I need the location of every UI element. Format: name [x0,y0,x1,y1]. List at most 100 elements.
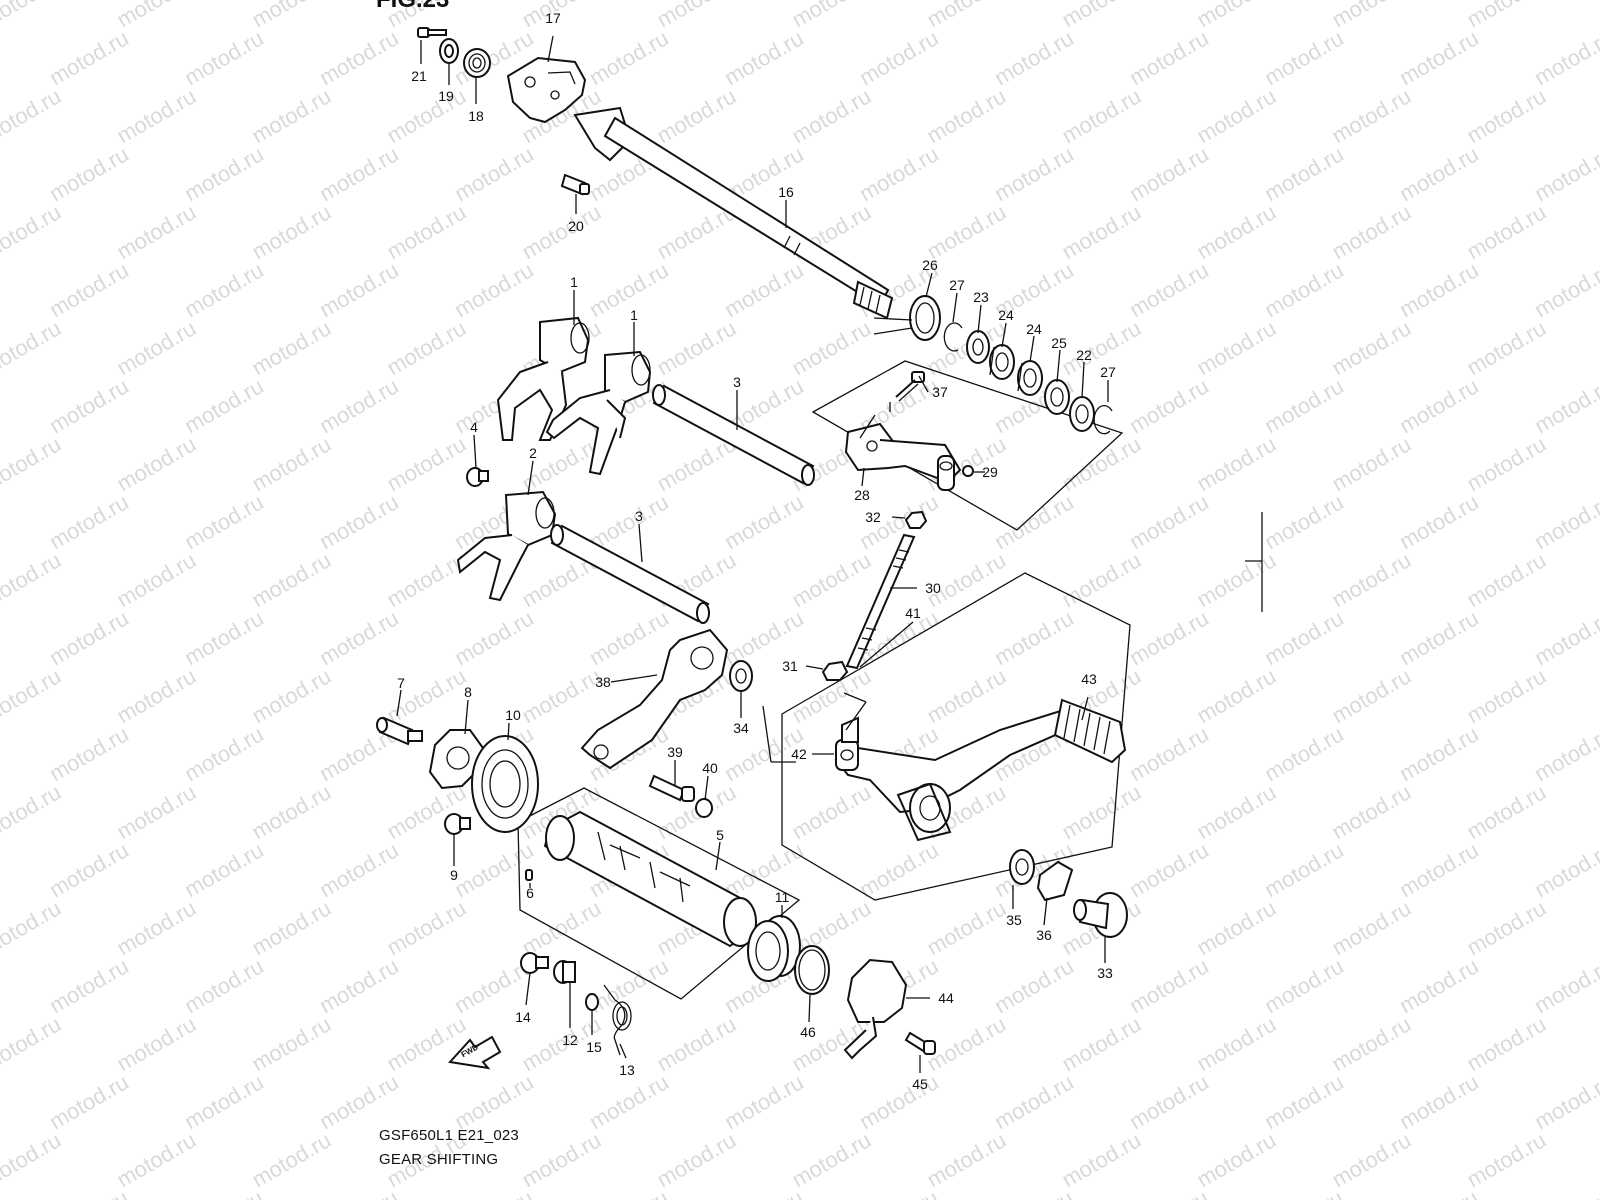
callout-40: 40 [702,760,718,776]
watermark-text: motod.ru [1395,257,1483,322]
watermark-text: motod.ru [1125,837,1213,902]
callout-19: 19 [438,88,454,104]
o-ring-46-drawing [794,945,830,995]
watermark-text: motod.ru [45,257,133,322]
callout-16: 16 [778,184,794,200]
watermark-text: motod.ru [0,0,65,32]
watermark-text: motod.ru [45,489,133,554]
gear-position-switch-44-drawing [843,958,908,1060]
bolt-21-drawing [417,27,447,38]
callout-2: 2 [529,445,537,461]
watermark-text: motod.ru [1463,1127,1551,1192]
watermark-text: motod.ru [0,1011,65,1076]
watermark-text: motod.ru [585,257,673,322]
nut-31-drawing [821,660,849,681]
watermark-text: motod.ru [923,895,1011,960]
watermark-text: motod.ru [1328,547,1416,612]
callout-38: 38 [595,674,611,690]
watermark-text: motod.ru [1463,315,1551,380]
watermark-text: motod.ru [1193,895,1281,960]
watermark-text: motod.ru [1395,1069,1483,1134]
watermark-text: motod.ru [315,257,403,322]
watermark-text: motod.ru [0,83,65,148]
watermark-text: motod.ru [1328,1127,1416,1192]
watermark-text: motod.ru [1058,0,1146,32]
gear-shift-cam-5-drawing [543,810,757,948]
watermark-text: motod.ru [855,141,943,206]
watermark-text: motod.ru [923,0,1011,32]
callout-43: 43 [1081,671,1097,687]
watermark-text: motod.ru [788,1127,876,1192]
watermark-text: motod.ru [518,0,606,32]
watermark-text: motod.ru [788,0,876,32]
watermark-text: motod.ru [653,1127,741,1192]
watermark-text: motod.ru [1328,83,1416,148]
watermark-text: motod.ru [248,895,336,960]
callout-37: 37 [932,384,948,400]
watermark-text: motod.ru [180,257,268,322]
screw-9-drawing [444,813,471,835]
watermark-text: motod.ru [1260,257,1348,322]
callout-34: 34 [733,720,749,736]
watermark-text: motod.ru [1125,489,1213,554]
watermark-text: motod.ru [788,547,876,612]
callout-31: 31 [782,658,798,674]
watermark-text: motod.ru [653,0,741,32]
watermark-text: motod.ru [315,1069,403,1134]
callout-28: 28 [854,487,870,503]
callout-1a: 1 [570,274,578,290]
callout-36: 36 [1036,927,1052,943]
watermark-text: motod.ru [1328,431,1416,496]
gearshift-lever-41-drawing [834,706,1087,842]
watermark-text: motod.ru [1193,779,1281,844]
watermark-text: motod.ru [248,431,336,496]
watermark-text: motod.ru [383,895,471,960]
watermark-text: motod.ru [990,1185,1078,1200]
watermark-text: motod.ru [990,141,1078,206]
watermark-text: motod.ru [990,1069,1078,1134]
watermark-text: motod.ru [315,489,403,554]
watermark-text: motod.ru [1395,489,1483,554]
watermark-text: motod.ru [180,1069,268,1134]
watermark-text: motod.ru [720,837,808,902]
watermark-text: motod.ru [45,837,133,902]
watermark-text: motod.ru [1193,0,1281,32]
watermark-text: motod.ru [450,837,538,902]
fork-shaft-3b-drawing [550,524,710,624]
watermark-text: motod.ru [1530,373,1600,438]
watermark-text: motod.ru [1193,83,1281,148]
callout-26: 26 [922,257,938,273]
rod-30-drawing [845,533,916,670]
collar-12-drawing [553,960,576,984]
callout-23: 23 [973,289,989,305]
watermark-text: motod.ru [1463,199,1551,264]
callout-30: 30 [925,580,941,596]
callout-45: 45 [912,1076,928,1092]
watermark-text: motod.ru [1058,547,1146,612]
watermark-text: motod.ru [0,315,65,380]
section-name: GEAR SHIFTING [379,1151,499,1168]
watermark-text: motod.ru [653,1011,741,1076]
watermark-text: motod.ru [990,605,1078,670]
watermark-text: motod.ru [1395,605,1483,670]
callout-6: 6 [526,885,534,901]
watermark-text: motod.ru [1125,721,1213,786]
watermark-text: motod.ru [383,779,471,844]
watermark-text: motod.ru [1260,489,1348,554]
watermark-text: motod.ru [180,489,268,554]
watermark-text: motod.ru [1530,1185,1600,1200]
watermark-text: motod.ru [1463,83,1551,148]
watermark-text: motod.ru [1395,721,1483,786]
washer-15-drawing [585,993,599,1011]
callout-15: 15 [586,1039,602,1055]
watermark-text: motod.ru [855,837,943,902]
callout-7: 7 [397,675,405,691]
watermark-text: motod.ru [1193,431,1281,496]
watermark-text: motod.ru [1058,779,1146,844]
callout-4: 4 [470,419,478,435]
pivot-bolt-33-drawing [1073,892,1128,938]
fwd-arrow-icon [448,1035,502,1070]
washer-19-drawing [439,38,459,64]
watermark-text: motod.ru [585,1185,673,1200]
watermark-text: motod.ru [0,663,65,728]
